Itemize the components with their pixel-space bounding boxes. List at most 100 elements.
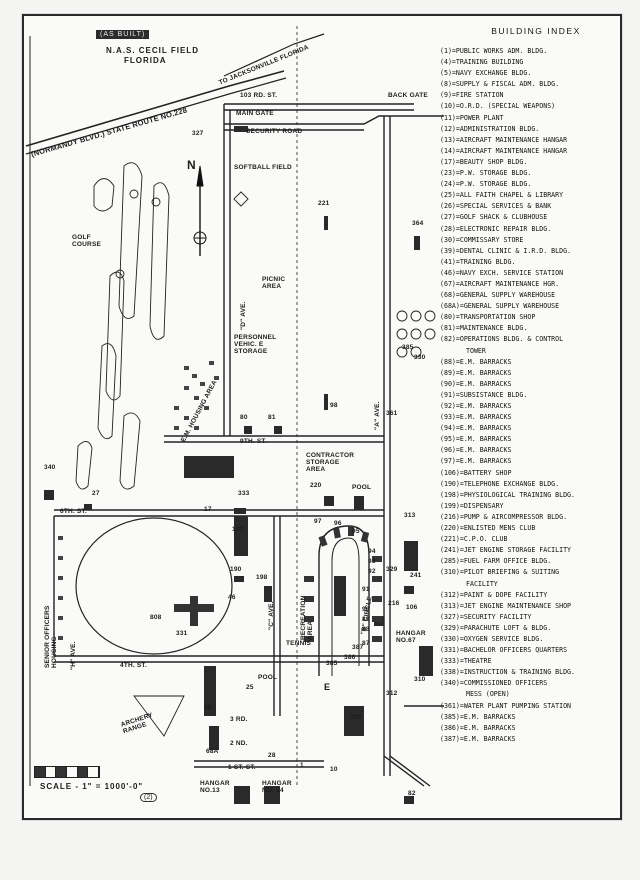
building-index-number: (312)=	[440, 590, 464, 599]
ninth-st-road	[164, 435, 384, 443]
building-number: 98	[330, 402, 338, 409]
north-label: N	[187, 158, 196, 172]
label-picnic-area: PICNIC AREA	[262, 276, 286, 290]
building-index-name: E.M. BARRACKS	[459, 402, 512, 410]
building-index-entry: (241)=JET ENGINE STORAGE FACILITY	[440, 545, 618, 556]
building-index-entry: (106)=BATTERY SHOP	[440, 468, 618, 479]
building-index-number: (92)=	[440, 402, 460, 410]
building-index-number: (96)=	[440, 446, 460, 455]
building-index-name: C.P.O. CLUB	[463, 535, 508, 544]
building-index-name: WATER PLANT PUMPING STATION	[463, 701, 572, 710]
building-index-name: TELEPHONE EXCHANGE BLDG.	[463, 479, 560, 488]
building-index-entry: (5)=NAVY EXCHANGE BLDG.	[440, 68, 618, 79]
map-title: N.A.S. CECIL FIELD	[106, 46, 199, 55]
building-index-name: COMMISSIONED OFFICERS	[463, 679, 548, 688]
building-index-number: (190)=	[440, 479, 464, 488]
building-index-number: (221)=	[440, 535, 464, 544]
building-index-entry: (327)=SECURITY FACILITY	[440, 612, 618, 623]
archery-range	[133, 695, 185, 737]
building-index-name: BATTERY SHOP	[463, 468, 512, 477]
building-index-entry: (68)=GENERAL SUPPLY WAREHOUSE	[440, 290, 618, 301]
building-index-name: THEATRE	[463, 657, 492, 666]
building-number: 310	[414, 676, 426, 683]
building-index-entry: (4)=TRAINING BUILDING	[440, 57, 618, 68]
building-index-entry: (387)=E.M. BARRACKS	[440, 734, 618, 745]
building-index-name: PARACHUTE LOFT & BLDG.	[463, 623, 552, 632]
building-index-name: E.M. BARRACKS	[459, 424, 512, 433]
building-index-name: JET ENGINE MAINTENANCE SHOP	[463, 601, 572, 610]
building-index-name: SUBSISTANCE BLDG.	[459, 390, 528, 399]
building-index-entry: (329)=PARACHUTE LOFT & BLDG.	[440, 623, 618, 634]
d-ave-road	[223, 104, 231, 436]
building-number: 312	[386, 690, 398, 697]
building-index-entry: (13)=AIRCRAFT MAINTENANCE HANGAR	[440, 135, 618, 146]
label-tennis: TENNIS	[286, 640, 312, 647]
building-number: E	[324, 682, 331, 692]
building-index-name: NAVY EXCHANGE BLDG.	[455, 69, 532, 78]
building-index-name: SUPPLY & FISCAL ADM. BLDG.	[455, 80, 560, 89]
building-index-entry: (27)=GOLF SHACK & CLUBHOUSE	[440, 212, 618, 223]
building-index-name: TRANSPORTATION SHOP	[459, 313, 536, 322]
building-index-number: (11)=	[440, 113, 460, 122]
building-index-number: (361)=	[440, 701, 464, 710]
building-index-name: BEAUTY SHOP BLDG.	[459, 157, 528, 166]
building-index-number: (310)=	[440, 568, 464, 577]
building-index-number: (17)=	[440, 157, 460, 166]
building-index-entry: MESS (OPEN)	[440, 689, 618, 700]
building-index-entry: (199)=DISPENSARY	[440, 501, 618, 512]
label-senior-officers-housing: SENIOR OFFICERS HOUSING	[44, 605, 58, 668]
building-index-name: E.M. BARRACKS	[459, 446, 512, 455]
building-index-entry: (386)=E.M. BARRACKS	[440, 723, 618, 734]
building-index-number: (28)=	[440, 224, 460, 233]
building-index-entry: (221)=C.P.O. CLUB	[440, 534, 618, 545]
building-index-entry: (11)=POWER PLANT	[440, 113, 618, 124]
building-index-number: (9)=	[440, 91, 456, 100]
state-route-road	[25, 70, 285, 147]
building-number: 81	[268, 414, 276, 421]
label-hangar-13: HANGAR NO.13	[200, 780, 230, 794]
building-index-name: P.W. STORAGE BLDG.	[459, 180, 532, 189]
building-index: BUILDING INDEX (1)=PUBLIC WORKS ADM. BLD…	[440, 26, 618, 745]
building-index-name: TRAINING BUILDING	[455, 58, 524, 67]
building-index-entry: (333)=THEATRE	[440, 656, 618, 667]
building-index-number: (68)=	[440, 291, 460, 300]
label-103-rd: 103 RD. ST.	[240, 92, 278, 99]
building-index-entry: FACILITY	[440, 579, 618, 590]
building-index-entry: (89)=E.M. BARRACKS	[440, 368, 618, 379]
building-index-entry: (67)=AIRCRAFT MAINTENANCE HGR.	[440, 279, 618, 290]
building-index-number: (313)=	[440, 601, 464, 610]
building-index-entry: (46)=NAVY EXCH. SERVICE STATION	[440, 268, 618, 279]
building-index-name: E.M. BARRACKS	[463, 734, 516, 743]
building-index-entry: (8)=SUPPLY & FISCAL ADM. BLDG.	[440, 79, 618, 90]
building-index-name: OXYGEN SERVICE BLDG.	[463, 634, 544, 643]
building-index-entry: (198)=PHYSIOLOGICAL TRAINING BLDG.	[440, 490, 618, 501]
building-number: 241	[410, 572, 422, 579]
label-security-road: SECURITY ROAD	[246, 128, 303, 135]
building-index-entry: (331)=BACHELOR OFFICERS QUARTERS	[440, 645, 618, 656]
building-index-entry: (12)=ADMINISTRATION BLDG.	[440, 124, 618, 135]
label-9th-st: 9TH. ST.	[240, 438, 267, 445]
building-index-number: (23)=	[440, 169, 460, 178]
building-index-number: (67)=	[440, 279, 460, 288]
building-number: 327	[192, 130, 204, 137]
building-index-entry: (338)=INSTRUCTION & TRAINING BLDG.	[440, 667, 618, 678]
building-index-entry: (41)=TRAINING BLDG.	[440, 257, 618, 268]
building-number: 25	[246, 684, 254, 691]
building-index-name: AIRCRAFT MAINTENANCE HGR.	[459, 279, 560, 288]
building-index-number: (241)=	[440, 546, 464, 555]
building-index-entry: (25)=ALL FAITH CHAPEL & LIBRARY	[440, 190, 618, 201]
building-number: 28	[268, 752, 276, 759]
map-subtitle: FLORIDA	[124, 56, 167, 65]
label-back-gate: BACK GATE	[388, 92, 428, 99]
security-road	[224, 115, 444, 125]
building-index-name: PAINT & DOPE FACILITY	[463, 590, 548, 599]
building-index-name: P.W. STORAGE BLDG.	[459, 169, 532, 178]
c-ave-road	[273, 516, 281, 716]
building-index-number: (93)=	[440, 413, 460, 422]
building-number: 106	[406, 604, 418, 611]
building-number: 216	[388, 600, 400, 607]
building-number: 82	[408, 790, 416, 797]
building-number: 87	[362, 640, 370, 647]
building-number: 88	[362, 626, 370, 633]
building-index-number: (387)=	[440, 734, 464, 743]
